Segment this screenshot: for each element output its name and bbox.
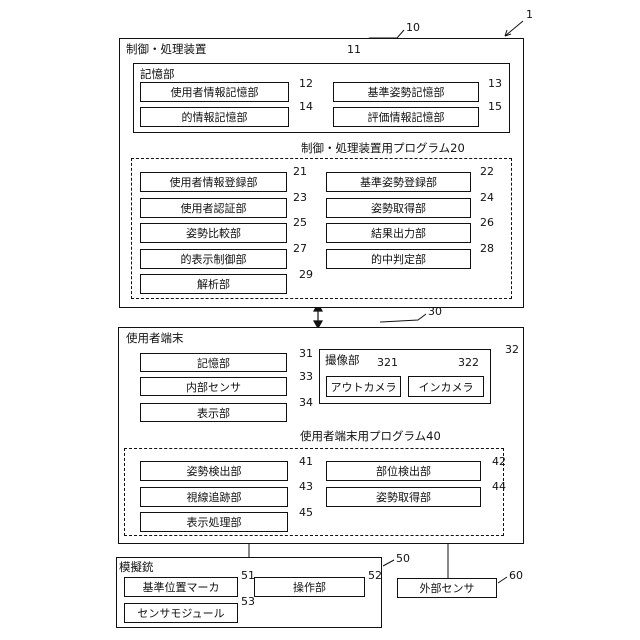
ref-28: 28 bbox=[480, 243, 494, 255]
ref-32: 32 bbox=[505, 344, 519, 356]
in-camera: インカメラ bbox=[408, 376, 484, 397]
reference-position-marker: 基準位置マーカ bbox=[124, 577, 238, 597]
ref-29: 29 bbox=[299, 269, 313, 281]
ref-27: 27 bbox=[293, 243, 307, 255]
display-processing: 表示処理部 bbox=[140, 512, 288, 532]
ref-21: 21 bbox=[293, 166, 307, 178]
ref-321: 321 bbox=[377, 357, 398, 369]
control-device-title: 制御・処理装置 bbox=[126, 42, 207, 56]
ref-33: 33 bbox=[299, 371, 313, 383]
body-part-detection: 部位検出部 bbox=[326, 461, 481, 481]
figure-number: 1 bbox=[526, 9, 533, 21]
storage-title: 記憶部 bbox=[140, 67, 175, 81]
ref-12: 12 bbox=[299, 78, 313, 90]
ref-44: 44 bbox=[492, 481, 506, 493]
reference-posture-storage: 基準姿勢記憶部 bbox=[333, 82, 479, 102]
ref-52: 52 bbox=[368, 570, 382, 582]
ref-15: 15 bbox=[488, 101, 502, 113]
posture-acquisition-device: 姿勢取得部 bbox=[326, 198, 471, 218]
evaluation-info-storage: 評価情報記憶部 bbox=[333, 107, 479, 127]
user-authentication: 使用者認証部 bbox=[140, 198, 287, 218]
terminal-program-ref: 40 bbox=[426, 429, 441, 443]
gaze-tracking: 視線追跡部 bbox=[140, 487, 288, 507]
posture-acquisition-terminal: 姿勢取得部 bbox=[326, 487, 481, 507]
sensor-module: センサモジュール bbox=[124, 603, 238, 623]
ref-22: 22 bbox=[480, 166, 494, 178]
user-terminal-title: 使用者端末 bbox=[126, 331, 184, 345]
target-info-storage: 的情報記憶部 bbox=[140, 107, 289, 127]
hit-determination: 的中判定部 bbox=[326, 249, 471, 269]
ref-42: 42 bbox=[492, 456, 506, 468]
operation-unit: 操作部 bbox=[254, 577, 365, 597]
target-display-control: 的表示制御部 bbox=[140, 249, 287, 269]
user-info-storage: 使用者情報記憶部 bbox=[140, 82, 289, 102]
ref-53: 53 bbox=[241, 596, 255, 608]
ref-14: 14 bbox=[299, 101, 313, 113]
posture-detection: 姿勢検出部 bbox=[140, 461, 288, 481]
storage-ref: 11 bbox=[347, 44, 361, 56]
posture-comparison: 姿勢比較部 bbox=[140, 223, 287, 243]
mock-gun-title: 模擬銃 bbox=[119, 560, 154, 574]
ref-51: 51 bbox=[241, 570, 255, 582]
ref-34: 34 bbox=[299, 397, 313, 409]
ref-45: 45 bbox=[299, 507, 313, 519]
user-terminal-ref: 30 bbox=[428, 306, 442, 318]
user-info-registration: 使用者情報登録部 bbox=[140, 172, 287, 192]
out-camera: アウトカメラ bbox=[326, 376, 401, 397]
ref-23: 23 bbox=[293, 192, 307, 204]
device-program-title: 制御・処理装置用プログラム20 bbox=[301, 141, 465, 155]
ref-322: 322 bbox=[458, 357, 479, 369]
display-unit: 表示部 bbox=[140, 403, 287, 422]
internal-sensor: 内部センサ bbox=[140, 377, 287, 396]
analysis: 解析部 bbox=[140, 274, 287, 294]
ref-50: 50 bbox=[396, 553, 410, 565]
reference-posture-registration: 基準姿勢登録部 bbox=[326, 172, 471, 192]
ref-26: 26 bbox=[480, 217, 494, 229]
ref-25: 25 bbox=[293, 217, 307, 229]
device-program-ref: 20 bbox=[450, 141, 465, 155]
ref-13: 13 bbox=[488, 78, 502, 90]
ref-41: 41 bbox=[299, 456, 313, 468]
ref-31: 31 bbox=[299, 348, 313, 360]
terminal-program-title: 使用者端末用プログラム40 bbox=[300, 429, 441, 443]
control-device-ref: 10 bbox=[406, 22, 420, 34]
external-sensor: 外部センサ bbox=[397, 578, 497, 598]
terminal-storage: 記憶部 bbox=[140, 353, 287, 372]
ref-24: 24 bbox=[480, 192, 494, 204]
imaging-unit-title: 撮像部 bbox=[325, 353, 360, 367]
result-output: 結果出力部 bbox=[326, 223, 471, 243]
ref-43: 43 bbox=[299, 481, 313, 493]
ref-60: 60 bbox=[509, 570, 523, 582]
